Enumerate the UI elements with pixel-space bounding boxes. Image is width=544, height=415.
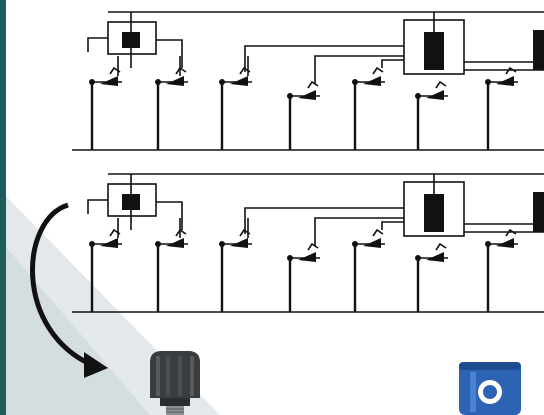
valve-symbol xyxy=(426,90,444,100)
left-border xyxy=(0,0,6,415)
valve-symbol xyxy=(230,76,248,86)
valve-symbol xyxy=(298,90,316,100)
valve-symbol xyxy=(363,238,381,248)
regulator-valve-left xyxy=(122,32,140,48)
valve-symbol xyxy=(298,252,316,262)
valve-symbol xyxy=(100,238,118,248)
valve-symbol xyxy=(100,76,118,86)
valve-symbol xyxy=(426,252,444,262)
lower-line xyxy=(72,173,544,313)
valve-symbol xyxy=(496,76,514,86)
valve-symbol xyxy=(230,238,248,248)
breather-filter-icon xyxy=(150,351,200,415)
regulator-valve-right xyxy=(424,194,444,232)
valve-symbol xyxy=(166,238,184,248)
regulator-valve-left xyxy=(122,194,140,210)
desiccant-canister-icon xyxy=(459,362,521,415)
valve-symbol xyxy=(363,76,381,86)
valve-symbol xyxy=(166,76,184,86)
valve-symbol xyxy=(496,238,514,248)
curved-arrow-icon xyxy=(30,202,108,378)
upper-line xyxy=(72,11,544,151)
regulator-valve-right xyxy=(424,32,444,70)
